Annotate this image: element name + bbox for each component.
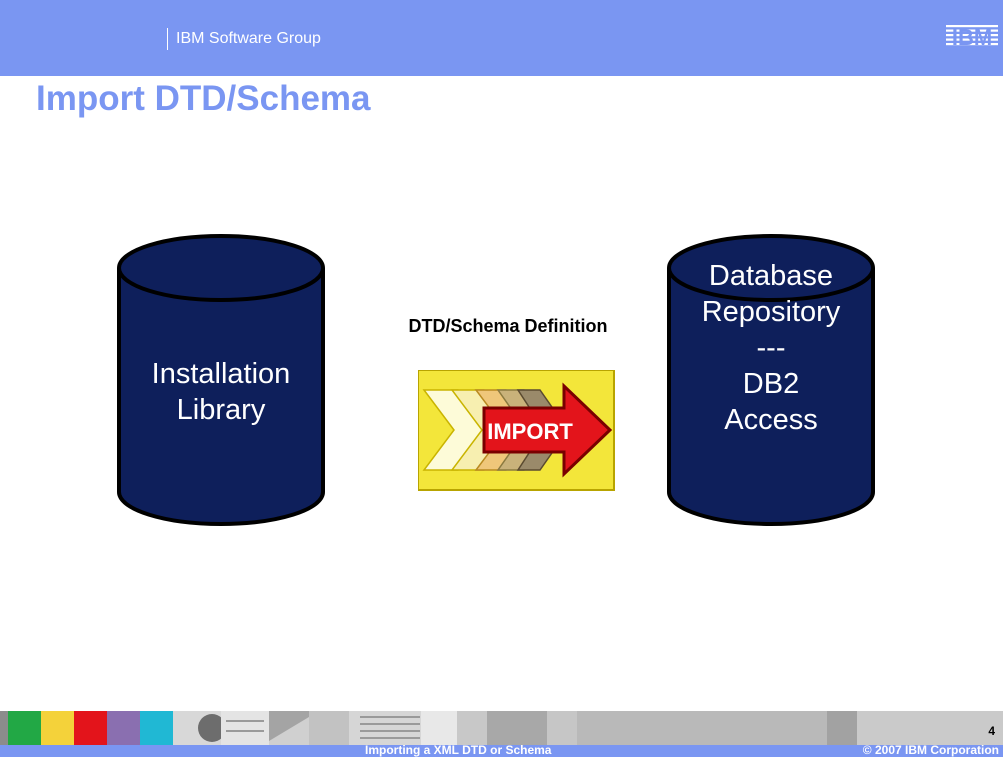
dtd-schema-definition-label: DTD/Schema Definition [408, 316, 608, 336]
header-bar: IBM Software Group IBM [0, 0, 1003, 76]
header-group-name: IBM Software Group [176, 30, 321, 47]
header-divider [167, 28, 168, 50]
svg-text:IBM: IBM [952, 25, 992, 50]
footer-bar [0, 745, 1003, 757]
installation-library-label: Installation Library [151, 358, 291, 426]
import-label: IMPORT [487, 419, 573, 444]
ibm-logo: IBM [946, 25, 998, 50]
footer-copyright: © 2007 IBM Corporation [862, 743, 999, 757]
page-number: 4 [988, 724, 995, 738]
installation-library-cylinder [117, 234, 325, 526]
database-repository-label: Database Repository --- DB2 Access [701, 260, 841, 436]
import-arrow-graphic: IMPORT [418, 370, 615, 491]
database-repository-cylinder [667, 234, 875, 526]
slide-title: Import DTD/Schema [36, 79, 371, 118]
footer-presentation-title: Importing a XML DTD or Schema [365, 743, 552, 757]
footer-decorative-strip [0, 711, 1003, 745]
